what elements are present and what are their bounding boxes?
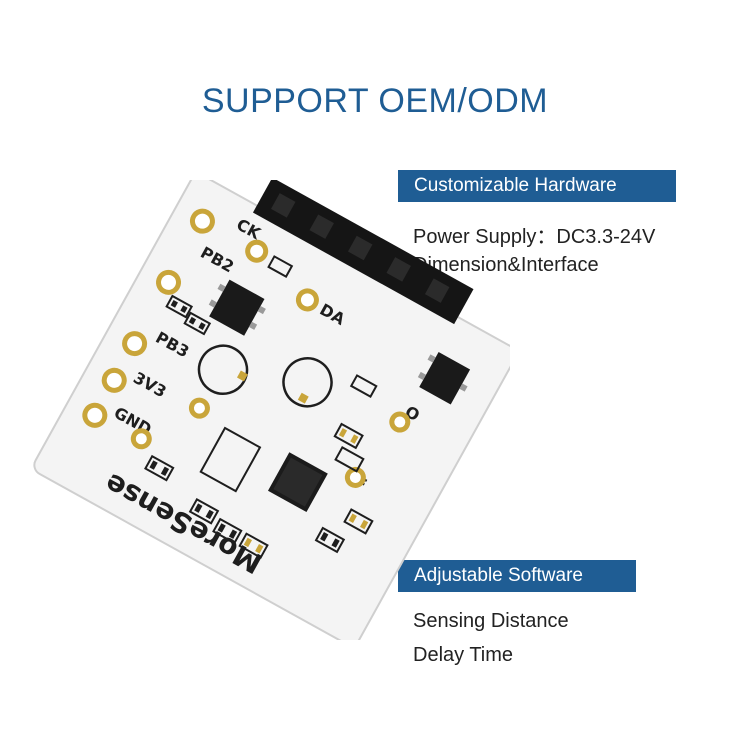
transistor-chip: [208, 279, 266, 336]
antenna-ring: [197, 344, 249, 395]
pin-header: [252, 180, 474, 325]
headline: SUPPORT OEM/ODM: [201, 82, 549, 120]
sensor-board-photo: CK PB2 DA PB3 3V3 GND O F: [33, 180, 510, 640]
customizable-hardware-label: Customizable Hardware: [398, 170, 676, 202]
adjustable-software-label: Adjustable Software: [398, 560, 636, 592]
left-pin-pads: [82, 208, 215, 428]
feature-power-supply: Power Supply：DC3.3-24V: [413, 226, 656, 248]
feature-sensing-distance: Sensing Distance: [413, 610, 569, 632]
antenna-ring: [282, 357, 333, 408]
regulator-chip: [417, 352, 471, 405]
feature-dimension-interface: Dimension&Interface: [413, 254, 599, 276]
feature-delay-time: Delay Time: [413, 644, 514, 666]
qfn-chip: [267, 452, 328, 513]
